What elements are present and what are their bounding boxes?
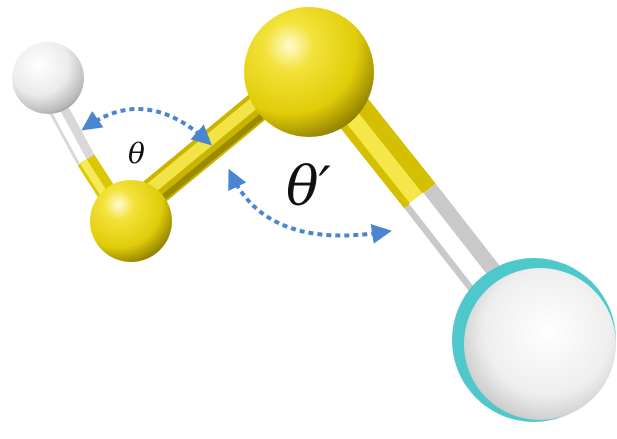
angle-arrow-theta (81, 106, 212, 146)
angle-label-theta-prime: θ′ (286, 155, 331, 218)
hydrogen-atom-large (452, 258, 616, 422)
sulfur-atom-small (90, 180, 172, 262)
sulfur-atom-large (244, 7, 374, 137)
hydrogen-atom-small (12, 42, 84, 114)
bond-s2-h2 (334, 95, 521, 318)
angle-label-theta: θ (128, 137, 145, 170)
angle-arrow-theta-prime (228, 168, 392, 244)
